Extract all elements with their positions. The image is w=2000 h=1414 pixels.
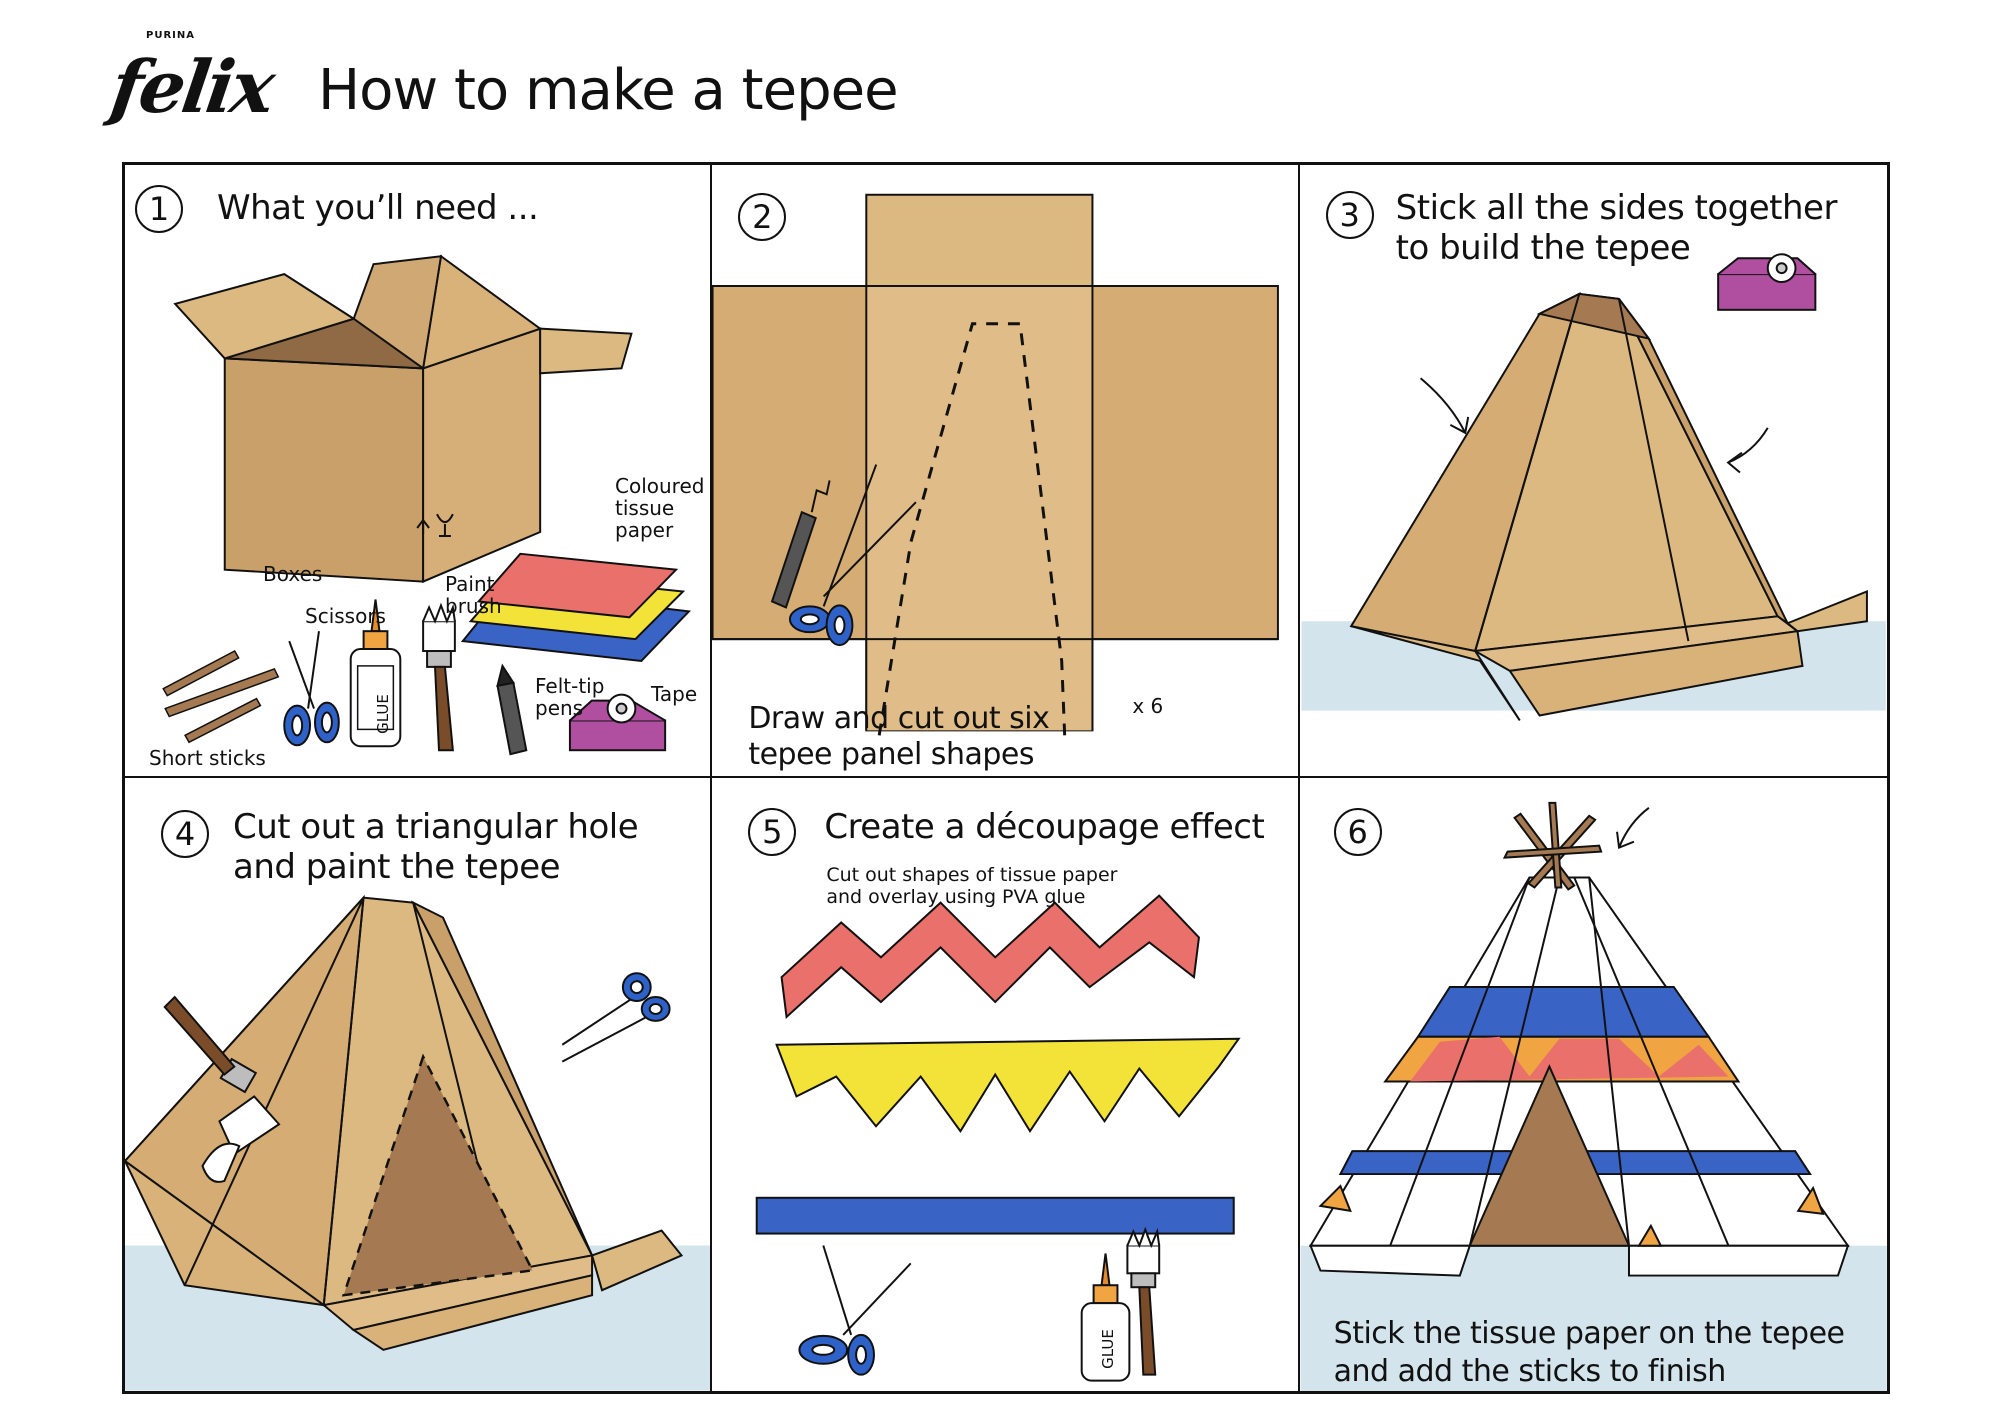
step-3-title-line2: to build the tepee [1395,228,1691,268]
short-sticks-label: Short sticks [149,746,266,770]
arrow-icon [1615,807,1650,850]
paint-brush [1126,1226,1161,1376]
yellow-triangle-strip [775,1037,1241,1134]
blue-strip [756,1196,1236,1235]
step-3-illustration [1301,253,1886,722]
box-illustration [173,254,633,584]
glue-bottle [349,599,402,748]
step-1-illustration [162,254,692,756]
step-2-illustration [712,193,1280,736]
step-5-illustration [756,894,1241,1382]
step-2-number: 2 [738,193,787,241]
step-4-panel: 4 Cut out a triangular hole and paint th… [125,778,713,1391]
felt-tip-pens-label: Felt-tip pens [535,674,605,720]
step-2-panel: x 6 2 Draw and cut out six tepee panel s… [712,165,1300,778]
tissue-paper-label: Coloured tissue paper [615,474,705,542]
page-title: How to make a tepee [318,58,899,123]
step-5-sub-line2: and overlay using PVA glue [826,886,1086,908]
fragile-icon [416,513,454,537]
multiplier-label: x 6 [1132,694,1164,718]
tape-dispenser [568,693,667,752]
glue-label: GLUE [1099,1329,1118,1369]
glue-bottle [1081,1253,1131,1382]
scissors-label: Scissors [305,604,386,628]
step-5-title: Create a découpage effect [824,807,1265,847]
short-sticks [162,650,280,744]
pen-illustration [771,480,831,609]
felix-wordmark: felix [106,44,278,129]
felt-tip-pen [496,663,528,756]
felix-logo: PURINA felix [106,30,277,140]
arrow-left-icon [1419,377,1469,435]
step-6-number: 6 [1333,808,1382,856]
paint-brush-label: Paint brush [445,572,502,618]
red-zigzag-strip [780,894,1201,1019]
step-4-number: 4 [161,810,209,858]
dashed-panel-outline [878,322,1067,736]
step-5-panel: GLUE 5 Create a découpage effect Cut out… [712,778,1300,1391]
scissors-illustration [283,631,340,747]
step-6-panel: 6 Stick the tissue paper on the tepee an… [1300,778,1887,1391]
step-6-caption-line1: Stick the tissue paper on the tepee [1333,1316,1845,1351]
tape-label: Tape [651,682,698,706]
decorated-tepee [1308,876,1850,1277]
paint-brush [422,602,456,752]
step-2-caption-line2: tepee panel shapes [748,737,1034,772]
tissue-paper-stack [460,552,692,662]
scissors-illustration [561,972,671,1063]
step-3-number: 3 [1325,191,1374,239]
step-5-number: 5 [748,808,797,856]
scissors-illustration [798,1245,912,1376]
arrow-right-icon [1726,427,1769,474]
instruction-grid: 1 What you’ll need ... [122,162,1890,1394]
purina-label: PURINA [146,30,195,41]
step-4-title-line2: and paint the tepee [233,847,561,887]
triangular-hole [341,1053,535,1297]
step-4-illustration [125,894,711,1391]
step-3-panel: 3 Stick all the sides together to build … [1299,165,1887,778]
glue-label: GLUE [373,694,392,734]
step-6-caption-line2: and add the sticks to finish [1333,1354,1727,1389]
paint-brush [163,995,281,1183]
step-1-number: 1 [135,185,183,233]
tepee-illustration [1349,292,1868,722]
tape-dispenser [1716,253,1816,311]
step-2-caption-line1: Draw and cut out six [748,701,1050,736]
sticks-on-top [1502,801,1603,891]
scissors-illustration [789,464,917,647]
boxes-label: Boxes [263,562,323,586]
step-1-title: What you’ll need ... [217,188,539,228]
step-1-panel: 1 What you’ll need ... [125,165,713,778]
step-5-sub-line1: Cut out shapes of tissue paper [826,864,1118,886]
step-4-title-line1: Cut out a triangular hole [233,807,639,847]
step-3-title-line1: Stick all the sides together [1395,188,1838,228]
cardboard-sheet [712,193,1280,732]
step-6-illustration [1300,801,1887,1391]
